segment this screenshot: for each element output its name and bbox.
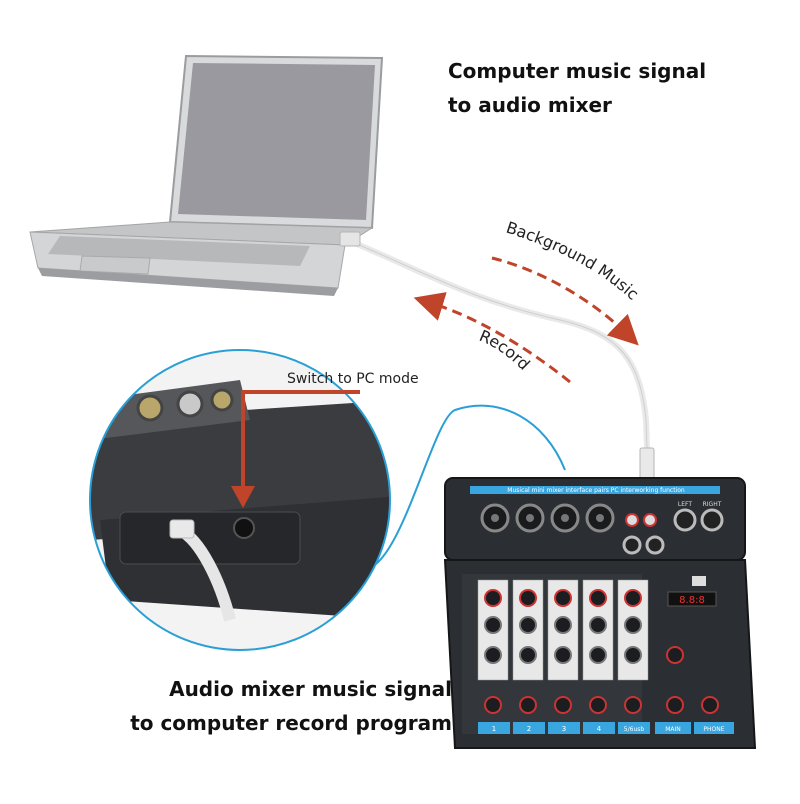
right-label: RIGHT (703, 501, 722, 508)
knobs (484, 589, 719, 714)
audio-mixer: Musical mini mixer interface pairs PC in… (443, 477, 757, 749)
switch-label: Switch to PC mode (287, 371, 419, 387)
caption-bottom-line1: Audio mixer music signal (169, 677, 452, 701)
channel-label-strip: 1 2 3 4 5/6usb MAIN PHONE (478, 722, 734, 734)
caption-top: Computer music signal to audio mixer (448, 54, 778, 122)
svg-text:PHONE: PHONE (703, 726, 724, 733)
left-label: LEFT (678, 501, 692, 508)
usb-plug-mixer (639, 447, 655, 481)
svg-text:MAIN: MAIN (665, 726, 681, 733)
arrow-record (413, 292, 571, 384)
caption-top-line2: to audio mixer (448, 93, 612, 117)
laptop (29, 54, 384, 296)
blue-connector-line (351, 404, 566, 571)
caption-top-line1: Computer music signal (448, 59, 707, 83)
switch-pointer (241, 390, 360, 490)
svg-text:8.8:8: 8.8:8 (679, 595, 705, 606)
background-music-label: Background Music (504, 218, 643, 304)
usb-port (692, 576, 706, 586)
caption-bottom: Audio mixer music signal to computer rec… (112, 672, 452, 740)
keyboard (48, 236, 310, 266)
svg-text:4: 4 (597, 725, 602, 733)
svg-text:3: 3 (562, 725, 566, 733)
caption-bottom-line2: to computer record program (130, 711, 452, 735)
svg-text:5/6usb: 5/6usb (624, 726, 645, 733)
svg-text:1: 1 (492, 725, 496, 733)
pc-mode-switch (233, 517, 255, 539)
arrow-background-music (491, 256, 639, 346)
trackpad (79, 255, 151, 275)
laptop-screen (178, 63, 375, 220)
svg-text:2: 2 (527, 725, 531, 733)
mixer-banner: Musical mini mixer interface pairs PC in… (507, 487, 685, 494)
usb-plug-laptop (339, 231, 361, 247)
mixer-display (667, 591, 717, 607)
xlr-inputs (480, 503, 615, 533)
